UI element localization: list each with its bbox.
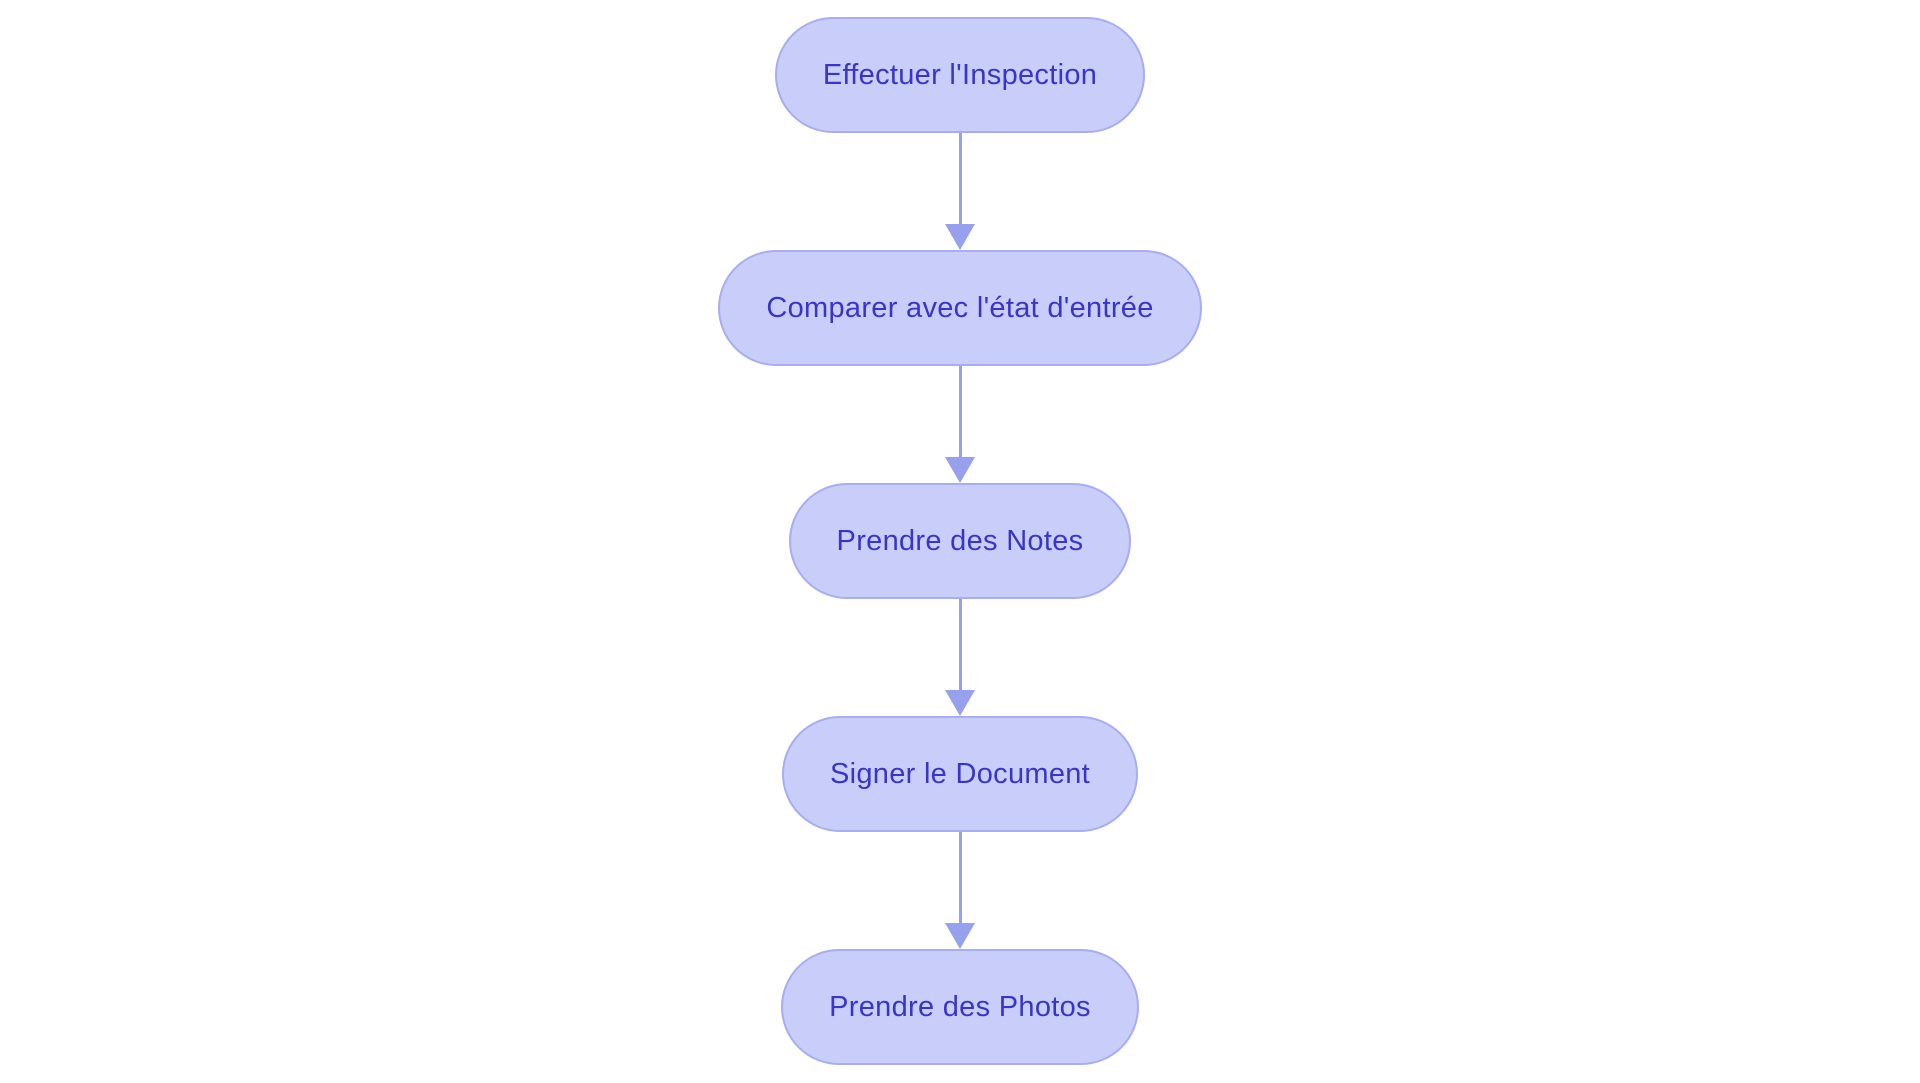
arrowhead-down-icon (945, 457, 975, 483)
arrowhead-down-icon (945, 224, 975, 250)
arrow-line (958, 366, 962, 457)
flow-arrow-2 (945, 366, 975, 483)
flow-node-effectuer-inspection: Effectuer l'Inspection (774, 17, 1146, 133)
flow-node-comparer-etat-entree: Comparer avec l'état d'entrée (718, 250, 1202, 366)
arrowhead-down-icon (945, 923, 975, 949)
flow-node-signer-le-document: Signer le Document (781, 716, 1139, 832)
arrowhead-down-icon (945, 690, 975, 716)
flow-arrow-1 (945, 133, 975, 250)
flow-arrow-4 (945, 832, 975, 949)
arrow-line (958, 599, 962, 690)
flow-node-prendre-des-notes: Prendre des Notes (788, 483, 1132, 599)
flow-node-prendre-des-photos: Prendre des Photos (781, 949, 1139, 1065)
arrow-line (958, 133, 962, 224)
arrow-line (958, 832, 962, 923)
flow-arrow-3 (945, 599, 975, 716)
